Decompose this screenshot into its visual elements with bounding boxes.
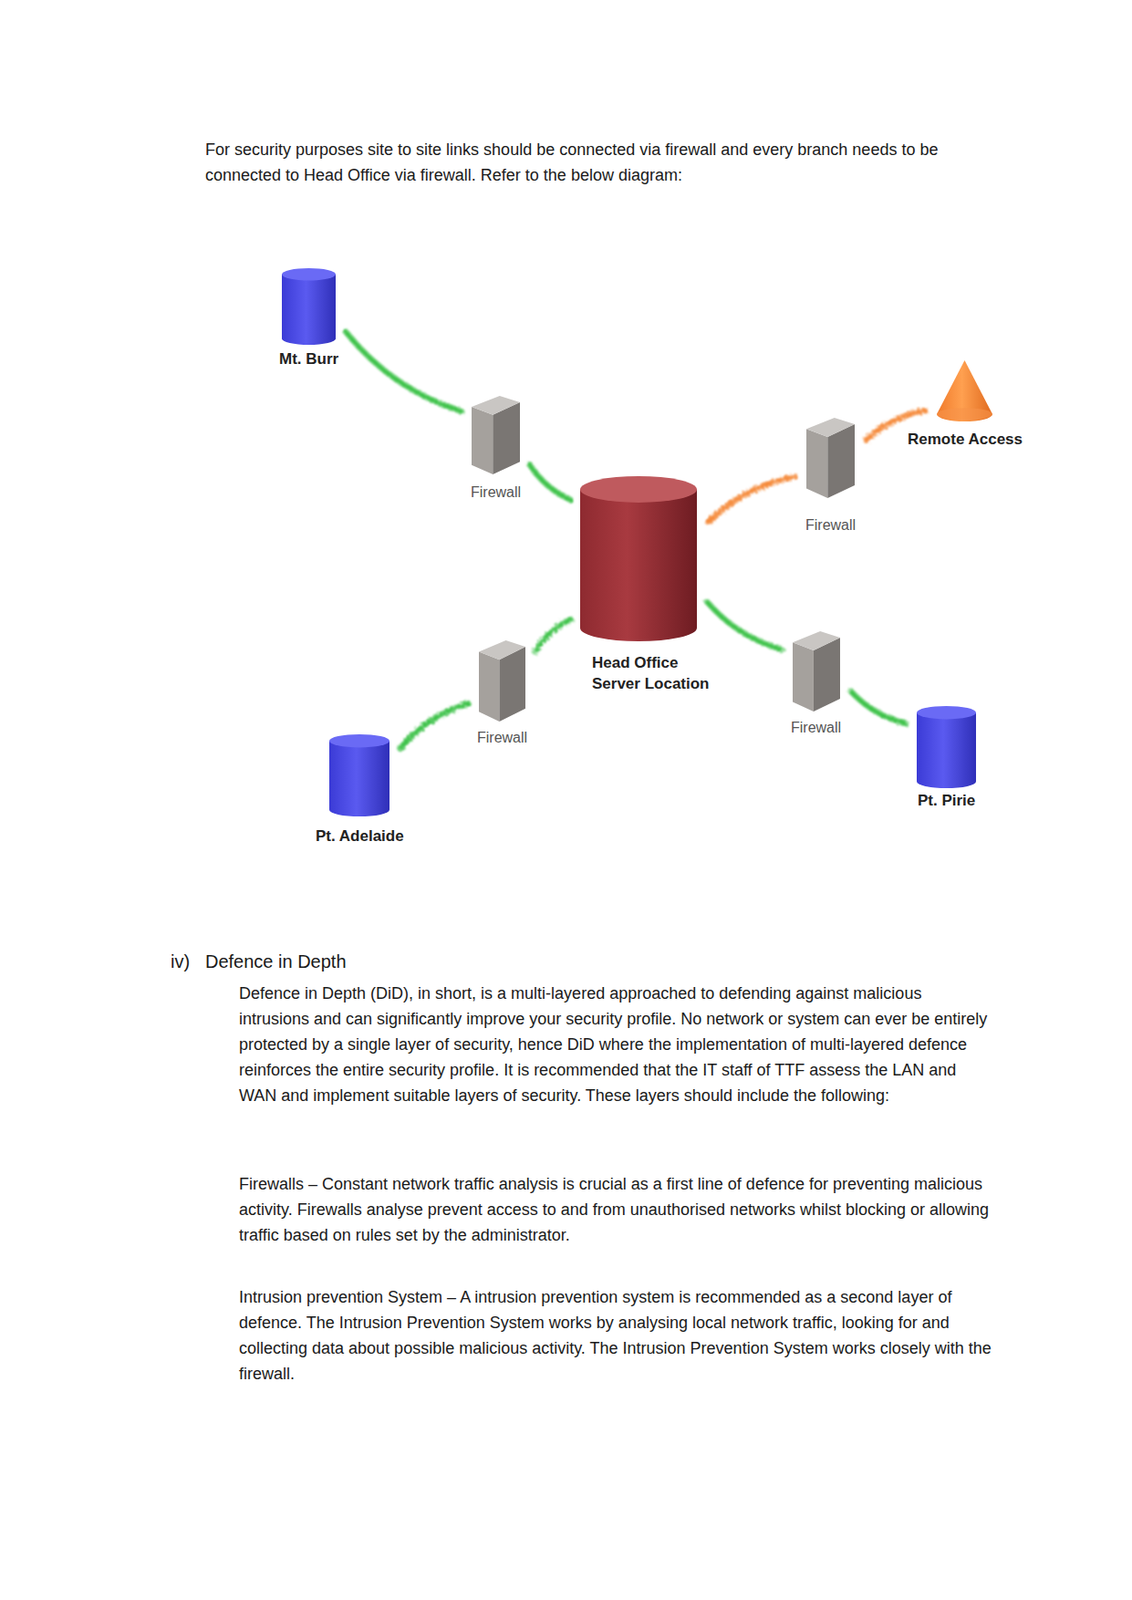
fw-shape: [478, 640, 526, 722]
network-link: [400, 703, 469, 748]
node-label: Pt. Pirie: [917, 789, 976, 811]
node-label: Pt. Adelaide: [315, 825, 405, 847]
node-label: Firewall: [805, 514, 856, 536]
network-link: [534, 619, 571, 652]
head-office: Head Office Server Location: [580, 476, 697, 642]
firewall: Firewall: [792, 631, 841, 712]
body-paragraph: Intrusion prevention System – A intrusio…: [238, 1284, 997, 1387]
network-link: [529, 464, 572, 500]
network-link: [707, 476, 795, 522]
cyl-shape: [329, 734, 390, 817]
firewall: Firewall: [806, 417, 855, 499]
firewall: Firewall: [478, 640, 526, 722]
cyl-shape: [580, 476, 697, 642]
node-label: Firewall: [790, 716, 842, 738]
firewall: Firewall: [471, 395, 520, 475]
network-link: [851, 691, 906, 724]
node-label: Firewall: [477, 726, 528, 748]
network-link: [346, 332, 462, 412]
fw-shape: [471, 395, 520, 475]
section-heading: Defence in Depth: [205, 948, 571, 975]
node-label: Firewall: [470, 481, 521, 503]
node-label: Remote Access: [907, 428, 1023, 450]
branch-site: Mt. Burr: [281, 268, 336, 345]
node-label: Head Office Server Location: [591, 652, 716, 695]
intro-paragraph: For security purposes site to site links…: [205, 136, 963, 188]
node-label: Mt. Burr: [279, 348, 339, 370]
cyl-shape: [916, 706, 977, 789]
fw-shape: [806, 417, 855, 499]
section-number: iv): [170, 948, 208, 975]
cone-shape: [936, 360, 993, 422]
body-paragraph: Defence in Depth (DiD), in short, is a m…: [238, 980, 997, 1109]
body-paragraph: Firewalls – Constant network traffic ana…: [238, 1171, 997, 1248]
network-link: [707, 602, 782, 651]
branch-site: Pt. Pirie: [916, 706, 977, 789]
cyl-shape: [281, 268, 336, 345]
remote-access: Remote Access: [936, 360, 993, 422]
branch-site: Pt. Adelaide: [329, 734, 390, 817]
fw-shape: [792, 631, 841, 712]
